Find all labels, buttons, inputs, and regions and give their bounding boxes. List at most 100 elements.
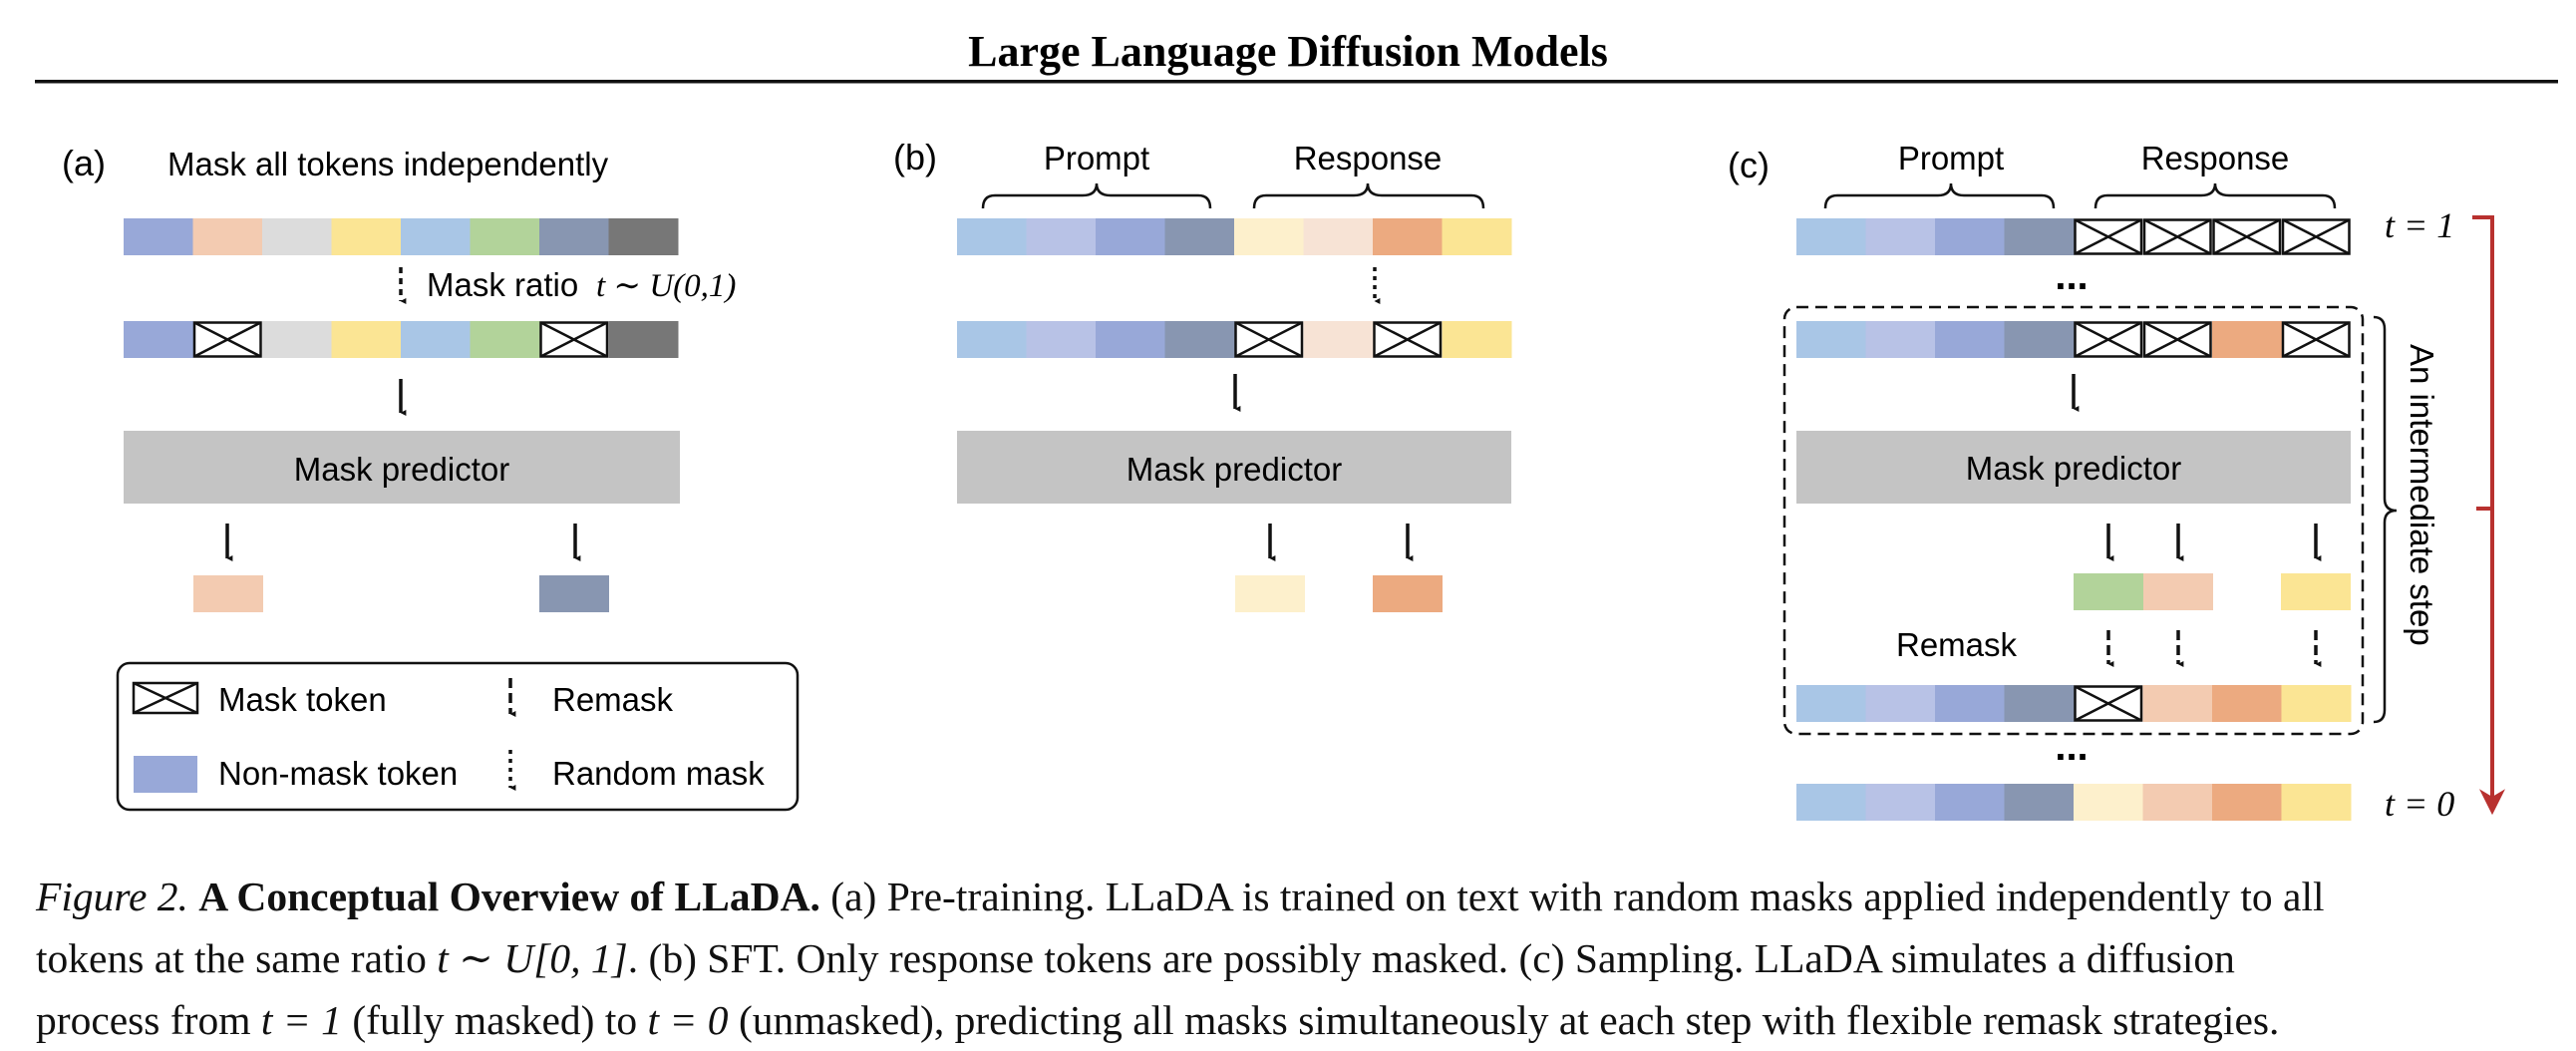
token [1935, 685, 2005, 722]
token [262, 218, 332, 255]
predicted-token [2143, 573, 2213, 610]
token [470, 218, 540, 255]
caption-line2a: tokens at the same ratio [36, 935, 427, 981]
panel-b-prompt-brace [981, 182, 1212, 209]
token [957, 321, 1027, 358]
token [1026, 218, 1097, 255]
token [1373, 218, 1443, 255]
predicted-token [193, 575, 263, 612]
mask-token [1373, 321, 1443, 358]
token [1096, 218, 1165, 255]
token [1026, 321, 1097, 358]
remask-arrows [2106, 630, 2322, 667]
panel-c-response-label: Response [2141, 140, 2290, 176]
token [1796, 784, 1866, 821]
panel-c-token-row-step-output [1796, 685, 2352, 722]
token [2004, 784, 2075, 821]
panel-c-mask-predictor [1796, 431, 2351, 504]
panel-c-prompt-brace [1823, 182, 2056, 209]
predicted-token [2074, 573, 2143, 610]
caption-math-t1: t = 1 [260, 997, 342, 1043]
caption-line2b: . (b) SFT. Only response tokens are poss… [627, 935, 2235, 981]
t-start-label: t = 1 [2385, 205, 2454, 245]
predicted-token [539, 575, 609, 612]
token [1303, 321, 1374, 358]
token [1865, 218, 1936, 255]
caption-line1: (a) Pre-training. LLaDA is trained on te… [830, 874, 2325, 919]
token [2074, 784, 2143, 821]
header-title: Large Language Diffusion Models [968, 27, 1608, 76]
mask-token [2281, 218, 2351, 255]
token [1935, 321, 2005, 358]
token [1164, 218, 1235, 255]
token [1442, 321, 1512, 358]
mask-token [2074, 685, 2143, 722]
remask-label: Remask [1896, 626, 2018, 663]
mask-token [2212, 218, 2282, 255]
token [2212, 784, 2282, 821]
token [331, 321, 402, 358]
token [1096, 321, 1165, 358]
panel-c-output-arrows [2106, 524, 2322, 561]
legend-remask-label: Remask [552, 681, 674, 718]
figure-caption: Figure 2. A Conceptual Overview of LLaDA… [36, 866, 2558, 1051]
panel-c-prompt-label: Prompt [1898, 140, 2004, 176]
mask-token [2281, 321, 2351, 358]
panel-c-token-row-step-input [1796, 321, 2351, 358]
caption-line3b: (fully masked) to [352, 997, 638, 1043]
mask-token [2074, 218, 2143, 255]
token [1164, 321, 1235, 358]
panel-b-output-arrows [1268, 524, 1414, 561]
token [539, 218, 609, 255]
panel-b-mask-predictor [957, 431, 1511, 504]
token [2004, 685, 2075, 722]
caption-line3c: (unmasked), predicting all masks simulta… [738, 997, 2280, 1043]
legend: Mask token Non-mask token Remask Random … [116, 661, 800, 812]
token [1865, 784, 1936, 821]
mask-token [2074, 321, 2143, 358]
intermediate-step-brace [2373, 315, 2398, 724]
caption-line3a: process from [36, 997, 251, 1043]
panel-b-response-label: Response [1294, 140, 1443, 176]
token [2281, 784, 2352, 821]
mask-token [2142, 218, 2212, 255]
panel-b-response-brace [1252, 182, 1485, 209]
token [2212, 685, 2282, 722]
mask-token [539, 321, 609, 358]
token [2142, 784, 2213, 821]
legend-non-mask-swatch [134, 756, 197, 793]
panel-c-token-row-t0 [1796, 784, 2352, 821]
predicted-token [1235, 575, 1305, 612]
token [608, 321, 679, 358]
panel-c-predictor-label: Mask predictor [1966, 450, 2181, 487]
caption-figure-number: Figure 2. [36, 874, 188, 919]
caption-math-uniform: t ∼ U[0, 1] [437, 935, 628, 981]
legend-mask-token-label: Mask token [218, 681, 387, 718]
panel-b-token-row-original [957, 218, 1512, 255]
panel-a-token-row-original [124, 218, 679, 255]
ellipsis-bottom: ... [2055, 725, 2088, 769]
token [1796, 321, 1866, 358]
token [1935, 784, 2005, 821]
token [957, 218, 1027, 255]
mask-token [192, 321, 262, 358]
token [1234, 218, 1304, 255]
token [2281, 685, 2352, 722]
predicted-token [1373, 575, 1443, 612]
token [192, 218, 263, 255]
ellipsis-top: ... [2055, 254, 2088, 298]
header-rule [35, 80, 2558, 84]
token [124, 321, 193, 358]
intermediate-step-box [1782, 305, 2365, 736]
panel-c-response-brace [2093, 182, 2337, 209]
token [1303, 218, 1374, 255]
token [331, 218, 402, 255]
panel-a-predictor-label: Mask predictor [294, 451, 509, 488]
mask-ratio-math: t ∼ U(0,1) [596, 268, 736, 304]
panel-a-token-row-masked [124, 321, 679, 358]
time-axis [2472, 215, 2505, 816]
legend-random-mask-label: Random mask [552, 755, 765, 792]
token [1796, 685, 1866, 722]
panel-c-token-row-t1 [1796, 218, 2351, 255]
